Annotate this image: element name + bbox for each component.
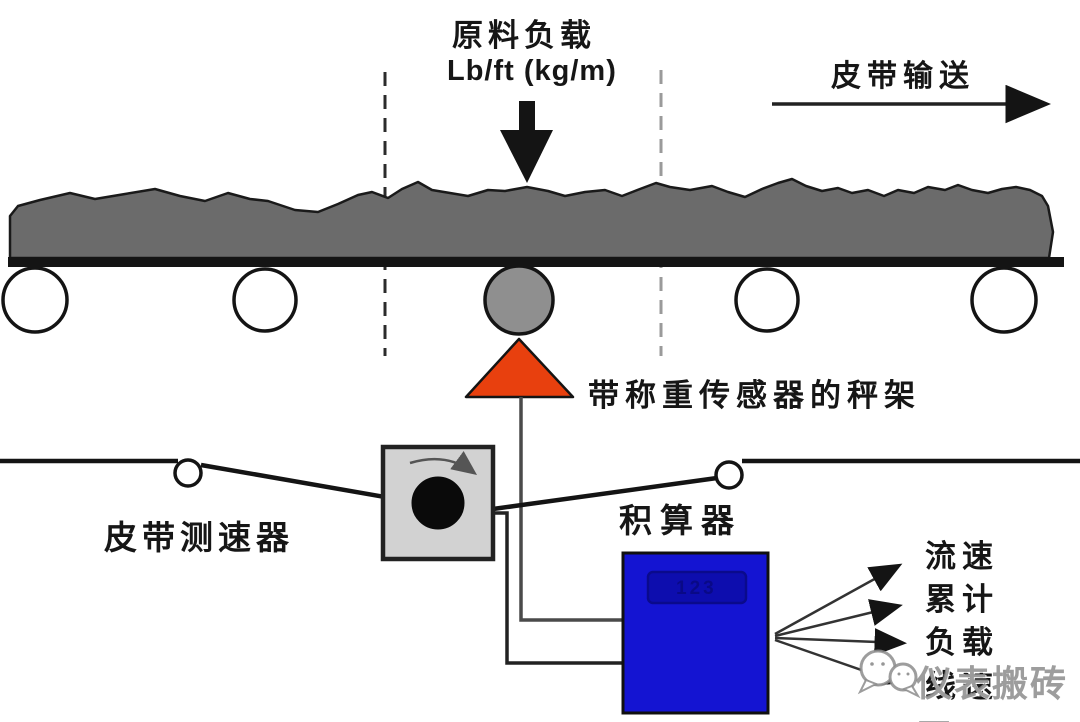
- load-cell-signal-line: [519, 397, 623, 622]
- output-label-total: 累计: [925, 582, 999, 617]
- speed-sensor-wheel: [411, 476, 465, 530]
- weigh-idler-roller: [483, 264, 555, 336]
- output-arrow-load: [774, 628, 907, 656]
- return-belt-slope-right: [492, 475, 718, 512]
- weigh-frame-label: 带称重传感器的秤架: [588, 378, 921, 413]
- output-label-line-speed: 线速: [925, 669, 999, 704]
- conveyor-belt: [8, 257, 1064, 267]
- integrator-display: [646, 570, 748, 605]
- output-arrow-flow-rate: [774, 563, 903, 636]
- return-roller-right: [714, 460, 744, 490]
- material-pile: [8, 177, 1055, 260]
- output-label-load: 负载: [925, 625, 999, 660]
- wechat-icon: [857, 649, 921, 699]
- watermark: 仪表搬砖工: [916, 663, 1069, 722]
- return-roller-left: [173, 458, 203, 488]
- idler-roller: [1, 266, 69, 334]
- integrator-display-value: 123: [676, 578, 717, 599]
- material-load-units-label: Lb/ft (kg/m): [447, 55, 617, 87]
- material-load-label: 原料负载: [452, 18, 596, 53]
- return-belt-slope-left: [200, 462, 386, 500]
- rotation-arrow-icon: [409, 451, 478, 475]
- output-label-flow-rate: 流速: [925, 539, 999, 574]
- output-arrow-total: [774, 599, 903, 638]
- belt-direction-label: 皮带输送: [831, 60, 975, 93]
- idler-roller: [232, 267, 298, 333]
- idler-roller: [970, 266, 1038, 334]
- integrator-label: 积算器: [619, 502, 742, 539]
- output-arrows: [774, 563, 907, 686]
- idler-roller: [734, 267, 800, 333]
- speed-signal-line: [493, 511, 623, 665]
- material-load-arrow-icon: [500, 101, 553, 183]
- speed-sensor-label: 皮带测速器: [104, 519, 294, 556]
- load-cell-triangle: [464, 337, 575, 399]
